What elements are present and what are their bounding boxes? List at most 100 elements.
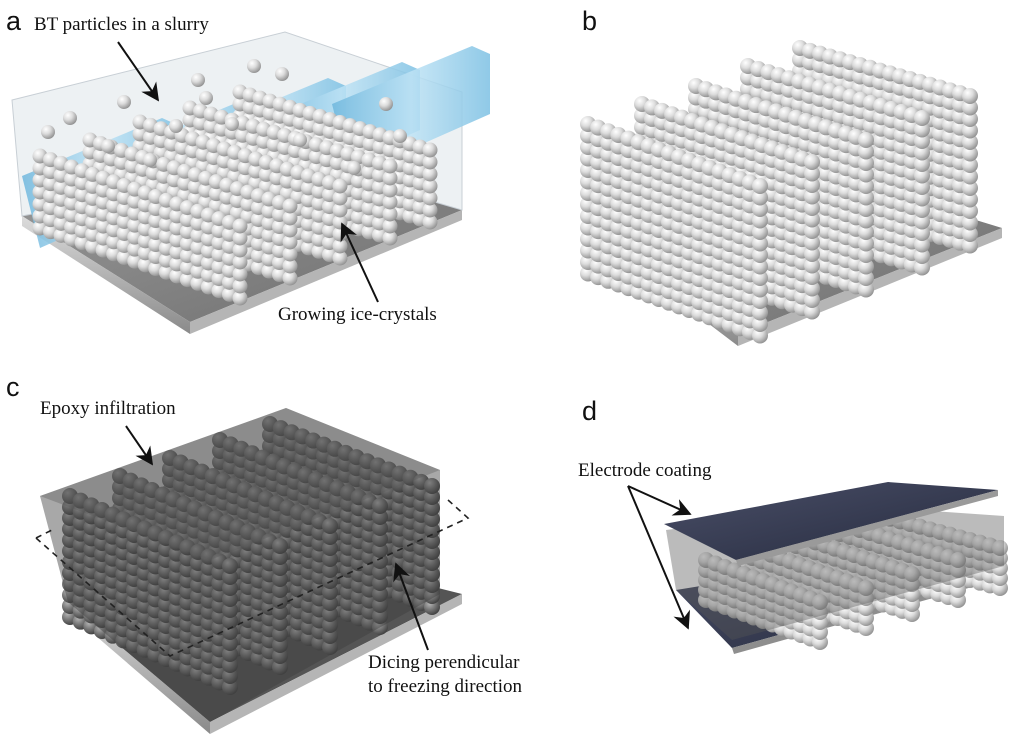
particle [424, 511, 440, 527]
particle [372, 542, 388, 558]
particle [858, 270, 874, 286]
particle [858, 132, 874, 148]
particle [752, 247, 768, 263]
particle [272, 648, 288, 664]
particle [372, 498, 388, 514]
epoxy-block [40, 408, 440, 722]
particle [422, 166, 438, 182]
particle [222, 624, 238, 640]
particle [804, 303, 820, 320]
particle [752, 270, 768, 286]
particle [232, 290, 248, 306]
particle [222, 657, 238, 673]
particle [804, 269, 820, 285]
particle [914, 121, 930, 138]
label-dicing-line1: Dicing perendicular [368, 652, 520, 673]
particle [199, 91, 213, 105]
particle [272, 604, 288, 620]
particle [914, 144, 930, 161]
particle [914, 133, 930, 149]
particle-walls [580, 40, 978, 344]
particle [752, 178, 768, 194]
particle [282, 246, 298, 262]
particle [169, 119, 183, 133]
particle [858, 580, 874, 596]
particle [332, 202, 348, 218]
particle [222, 580, 238, 596]
particle [293, 133, 307, 147]
particle [222, 602, 238, 618]
particle [222, 591, 238, 607]
particle [272, 659, 288, 675]
particle [272, 549, 288, 565]
particle [962, 157, 978, 173]
particle [804, 292, 820, 308]
particle [424, 588, 440, 604]
particle [858, 155, 874, 171]
particle [804, 280, 820, 297]
particle [282, 270, 298, 286]
panel-letter-a: a [6, 6, 22, 36]
particle [272, 615, 288, 631]
particle [752, 224, 768, 240]
particle [962, 203, 978, 219]
particle [275, 67, 289, 81]
particle [222, 635, 238, 651]
particle [804, 223, 820, 239]
particle [382, 206, 398, 222]
particle [63, 111, 77, 125]
particle [322, 540, 338, 556]
particle [914, 259, 930, 276]
particle [372, 520, 388, 536]
particle [372, 531, 388, 547]
arrow-electrode-top [627, 485, 692, 516]
particle [858, 166, 874, 183]
particle [422, 154, 438, 170]
particle [752, 201, 768, 217]
particle [232, 242, 248, 258]
label-ice-crystals: Growing ice-crystals [278, 304, 437, 325]
particle [422, 190, 438, 206]
particle [232, 230, 248, 246]
particle [858, 212, 874, 229]
particle [752, 327, 768, 344]
particle-walls [62, 416, 440, 695]
particle [143, 153, 157, 167]
particle [382, 194, 398, 210]
particle [962, 99, 978, 116]
top-electrode [664, 482, 998, 560]
panel-b [580, 40, 1002, 346]
particle [322, 628, 338, 644]
particle [282, 210, 298, 226]
particle [372, 509, 388, 525]
particle [322, 562, 338, 578]
particle [804, 177, 820, 193]
particle [858, 224, 874, 240]
particle [372, 608, 388, 624]
particle [962, 168, 978, 185]
particle [222, 668, 238, 684]
particle [322, 573, 338, 589]
particle [422, 142, 438, 158]
arrow-ice [340, 222, 379, 303]
particle [347, 161, 361, 175]
particle [804, 257, 820, 274]
particle [272, 593, 288, 609]
particle [752, 258, 768, 275]
particle [232, 254, 248, 270]
particle [272, 538, 288, 554]
arrow-slurry [117, 41, 160, 102]
particle [914, 156, 930, 172]
particle [424, 500, 440, 516]
particle [222, 613, 238, 629]
particle [858, 235, 874, 252]
particle [914, 202, 930, 218]
particle [372, 586, 388, 602]
particle [382, 170, 398, 186]
particle [232, 278, 248, 294]
particle [232, 218, 248, 234]
particle [222, 569, 238, 585]
particle [322, 529, 338, 545]
particle [191, 73, 205, 87]
